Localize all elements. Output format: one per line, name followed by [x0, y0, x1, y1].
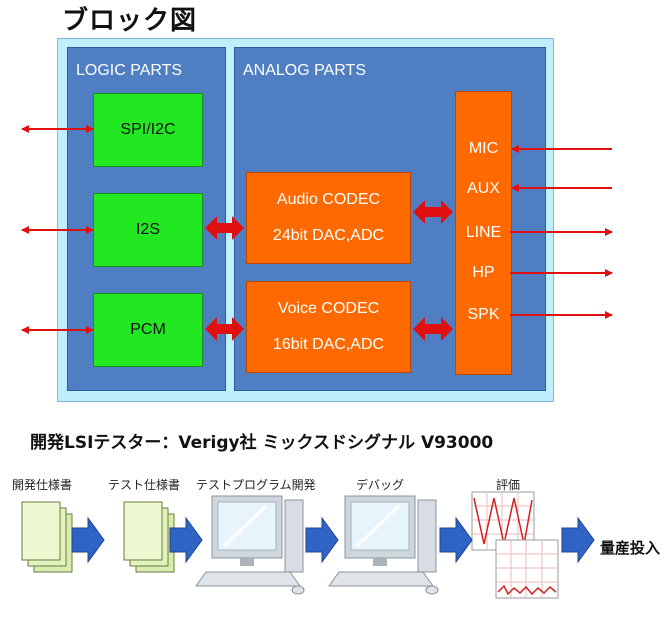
tester-title: 開発LSIテスター：Verigy社 ミックスドシグナル V93000: [30, 433, 494, 453]
flow-step-dev-spec: 開発仕様書: [12, 478, 73, 492]
i2s-block: I2S: [93, 193, 203, 267]
computer-monitor-icon: [328, 495, 439, 595]
voice-codec-name: Voice CODEC: [277, 300, 380, 317]
audio-codec-name: Audio CODEC: [276, 191, 381, 208]
port-mic-label: MIC: [468, 140, 499, 157]
voice-codec-spec: 16bit DAC,ADC: [272, 336, 385, 353]
analog-parts-label: ANALOG PARTS: [243, 62, 366, 79]
port-hp-label: HP: [472, 264, 495, 281]
computer-monitor-icon: [195, 495, 305, 595]
audio-codec-spec: 24bit DAC,ADC: [272, 227, 385, 244]
flow-arrow-2: [169, 516, 203, 564]
flow-step-test-program: テストプログラム開発: [196, 478, 316, 492]
flow-arrow-1: [71, 516, 105, 564]
voice-io-arrow: [413, 317, 453, 341]
document-stack-icon: [123, 501, 175, 573]
flow-step-evaluation: 評価: [496, 478, 521, 492]
flow-arrow-3: [305, 516, 339, 564]
flow-step-test-spec: テスト仕様書: [108, 478, 181, 492]
pcm-codec-arrow: [205, 317, 244, 341]
document-stack-icon: [21, 501, 73, 573]
port-aux-label: AUX: [467, 180, 500, 197]
evaluation-chart-icon: [471, 491, 559, 599]
pcm-block: PCM: [93, 293, 203, 367]
flow-arrow-4: [439, 516, 473, 564]
port-spk-label: SPK: [467, 306, 500, 323]
spi-i2c-block: SPI/I2C: [93, 93, 203, 167]
audio-io-arrow: [413, 200, 453, 224]
flow-arrow-5: [561, 516, 595, 564]
flow-step-debug: デバッグ: [356, 478, 405, 492]
voice-codec-block: Voice CODEC 16bit DAC,ADC: [246, 281, 411, 373]
port-line-label: LINE: [465, 224, 502, 241]
audio-codec-block: Audio CODEC 24bit DAC,ADC: [246, 172, 411, 264]
flow-final-production: 量産投入: [600, 539, 661, 557]
i2s-codec-arrow: [205, 216, 244, 240]
page-title: ブロック図: [62, 6, 198, 36]
logic-parts-label: LOGIC PARTS: [76, 62, 183, 79]
